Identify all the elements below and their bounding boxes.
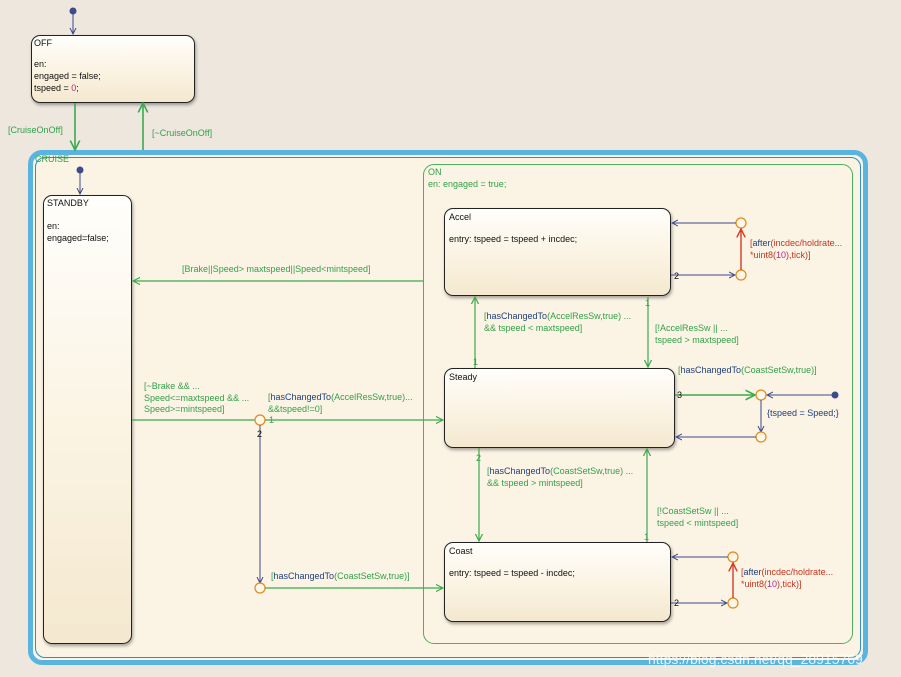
steady-to-coast-label: [hasChangedTo(CoastSetSw,true) ...&& tsp… xyxy=(487,466,634,488)
accel-after-label: [after(incdec/holdrate...*uint8(10),tick… xyxy=(750,238,843,260)
priority-accel-bottom: 1 xyxy=(645,298,651,308)
fn-rest: ] xyxy=(407,571,410,581)
cruise-state-label: CRUISE xyxy=(35,154,70,164)
accel-loop-bottom-junction xyxy=(735,269,747,281)
line-2: && tspeed < maxtspeed] xyxy=(484,322,583,333)
steady-loop-bottom-junction xyxy=(755,431,767,443)
coast-after-label: [after(incdec/holdrate...*uint8(10),tick… xyxy=(741,567,834,589)
off-tspeed-prefix: tspeed = xyxy=(34,83,72,93)
fn-rest: ... xyxy=(405,392,413,402)
priority-junction-steady: 1 xyxy=(269,415,275,425)
coast-set-junction xyxy=(254,582,266,594)
accel-res-from-standby-label: [hasChangedTo(AccelResSw,true)...&&tspee… xyxy=(268,392,413,414)
priority-coast-loop: 2 xyxy=(674,598,680,608)
fn-name: hasChangedTo xyxy=(489,466,551,476)
coast-loop-top-junction xyxy=(727,551,739,563)
line-2: && tspeed > mintspeed] xyxy=(487,477,583,488)
steady-state[interactable] xyxy=(444,368,675,448)
not-brake-label: [~Brake && ... Speed<=maxtspeed && ... S… xyxy=(144,381,250,414)
coast-entry: entry: tspeed = tspeed - incdec; xyxy=(449,568,575,578)
on-state[interactable] xyxy=(423,164,853,644)
fn-args: (incdec/holdrate... xyxy=(770,238,843,248)
fn-args: (CoastSetSw,true) xyxy=(550,466,624,476)
fn-rest: ] xyxy=(814,365,817,375)
accel-loop-top-junction xyxy=(735,217,747,229)
priority-steady-bottom: 2 xyxy=(476,453,482,463)
accel-to-steady-label: [!AccelResSw || ... tspeed > maxtspeed] xyxy=(655,323,739,345)
coast-state-label: Coast xyxy=(449,546,473,556)
fn-args: (CoastSetSw,true) xyxy=(741,365,815,375)
off-state-label: OFF xyxy=(34,38,52,48)
priority-junction-down: 2 xyxy=(257,429,263,439)
steady-history-dot xyxy=(831,391,839,399)
brake-speed-label: [Brake||Speed> maxtspeed||Speed<mintspee… xyxy=(182,264,371,274)
steady-set-label: [hasChangedTo(CoastSetSw,true)] xyxy=(678,365,817,375)
coast-to-steady-label: [!CoastSetSw || ... tspeed < mintspeed] xyxy=(657,506,739,528)
not-cruise-on-off-label: [~CruiseOnOff] xyxy=(152,128,213,138)
line-2-prefix: *uint8( xyxy=(741,578,768,589)
coast-set-from-standby-label: [hasChangedTo(CoastSetSw,true)] xyxy=(271,571,410,581)
coast-state[interactable] xyxy=(444,542,671,622)
standby-junction xyxy=(254,414,266,426)
watermark-text: https://blog.csdn.net/qq_28915769 xyxy=(648,651,863,667)
off-entry-line-2: engaged = false; xyxy=(34,71,101,81)
standby-state[interactable] xyxy=(43,195,132,644)
steady-loop-junction xyxy=(755,389,767,401)
line-2-suffix: ),tick)] xyxy=(786,249,811,260)
accel-state[interactable] xyxy=(444,208,671,296)
steady-to-accel-label: [hasChangedTo(AccelResSw,true) ...&& tsp… xyxy=(484,311,632,333)
line-2-num: 10 xyxy=(767,578,778,589)
off-tspeed-value: 0 xyxy=(71,83,77,93)
line-2-suffix: ),tick)] xyxy=(777,578,802,589)
fn-name: hasChangedTo xyxy=(486,311,548,321)
coast-loop-bottom-junction xyxy=(727,597,739,609)
standby-state-label: STANDBY xyxy=(47,198,89,208)
off-entry-line-1: en: xyxy=(34,59,47,69)
standby-entry: en: engaged=false; xyxy=(47,221,109,243)
fn-name: hasChangedTo xyxy=(273,571,335,581)
off-tspeed-suffix: ; xyxy=(76,83,79,93)
priority-steady-set: 3 xyxy=(677,390,683,400)
fn-name: hasChangedTo xyxy=(680,365,742,375)
line-2: &&tspeed!=0] xyxy=(268,403,323,414)
off-state[interactable] xyxy=(31,35,195,103)
fn-args: (AccelResSw,true) xyxy=(331,392,406,402)
accel-entry: entry: tspeed = tspeed + incdec; xyxy=(449,234,578,244)
fn-args: (AccelResSw,true) xyxy=(547,311,622,321)
priority-coast-top: 1 xyxy=(644,532,650,542)
accel-state-label: Accel xyxy=(449,212,472,222)
steady-action-label: {tspeed = Speed;} xyxy=(767,408,839,418)
priority-accel-loop: 2 xyxy=(674,271,680,281)
fn-args: (incdec/holdrate... xyxy=(761,567,834,577)
fn-name: after xyxy=(743,567,762,577)
standby-default-dot xyxy=(76,166,84,174)
off-default-dot xyxy=(69,7,77,15)
line-2-num: 10 xyxy=(776,249,787,260)
priority-steady-top: 1 xyxy=(473,357,479,367)
steady-state-label: Steady xyxy=(449,372,478,382)
fn-rest: ... xyxy=(621,311,632,321)
on-state-entry: en: engaged = true; xyxy=(428,179,507,189)
cruise-on-off-label: [CruiseOnOff] xyxy=(8,125,63,135)
cruise-inner-border xyxy=(35,157,861,658)
fn-name: hasChangedTo xyxy=(270,392,332,402)
off-entry-line-3: tspeed = 0; xyxy=(34,82,79,94)
line-2-prefix: *uint8( xyxy=(750,249,777,260)
fn-rest: ... xyxy=(623,466,634,476)
fn-args: (CoastSetSw,true) xyxy=(334,571,408,581)
on-state-label: ON xyxy=(428,167,442,177)
fn-name: after xyxy=(752,238,771,248)
